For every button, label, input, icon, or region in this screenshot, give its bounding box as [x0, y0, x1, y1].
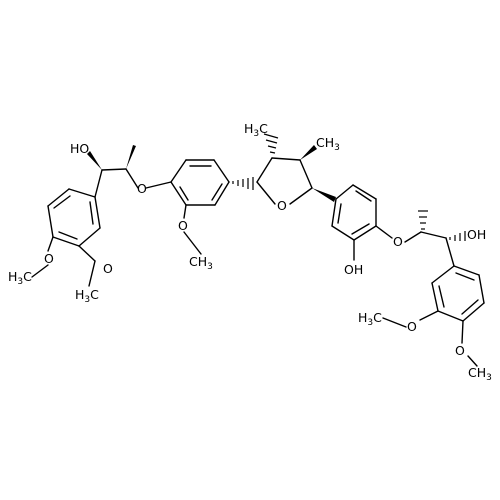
- furan-oxygen: O: [277, 198, 287, 213]
- hashed-bond-left: [232, 177, 254, 190]
- tetrahydrofuran-ring: [232, 133, 336, 205]
- hydroxyl-right-ring: OH: [344, 262, 363, 277]
- methyl-furan-2: CH3: [316, 135, 340, 153]
- hydroxyl-right: OH: [467, 227, 486, 242]
- left-side-chain: [87, 145, 172, 198]
- right-dimethoxyphenyl-ring: [382, 265, 485, 367]
- left-methoxy-groups: [31, 236, 96, 287]
- methoxy-oxygen-b: O: [103, 261, 113, 276]
- hydroxyl-left: HO: [70, 141, 89, 156]
- methyl-furan-1: H3C: [244, 121, 268, 139]
- left-dimethoxyphenyl-ring: [47, 188, 101, 247]
- hashed-bond-right-2: [449, 231, 466, 241]
- right-hydroxyphenyl-ring: [331, 184, 393, 261]
- methoxy-oxygen-left-ring: O: [178, 218, 188, 233]
- hashed-bond-methyl-1: [263, 133, 279, 154]
- methyl-b: H3C: [75, 287, 99, 305]
- methyl-left-ring: CH3: [189, 254, 213, 272]
- right-side-chain: [404, 210, 466, 267]
- methoxy-oxygen-d: O: [455, 343, 465, 358]
- methyl-a: H3C: [8, 269, 32, 287]
- hashed-bond-right-1: [418, 210, 428, 230]
- methoxy-oxygen-c: O: [407, 319, 417, 334]
- methoxy-oxygen-a: O: [44, 251, 54, 266]
- methyl-d: CH3: [468, 365, 492, 383]
- methyl-c: H3C: [358, 310, 382, 328]
- ether-oxygen-left: O: [137, 181, 147, 196]
- left-methoxyphenyl-ring: [170, 159, 230, 255]
- ether-oxygen-right: O: [393, 234, 403, 249]
